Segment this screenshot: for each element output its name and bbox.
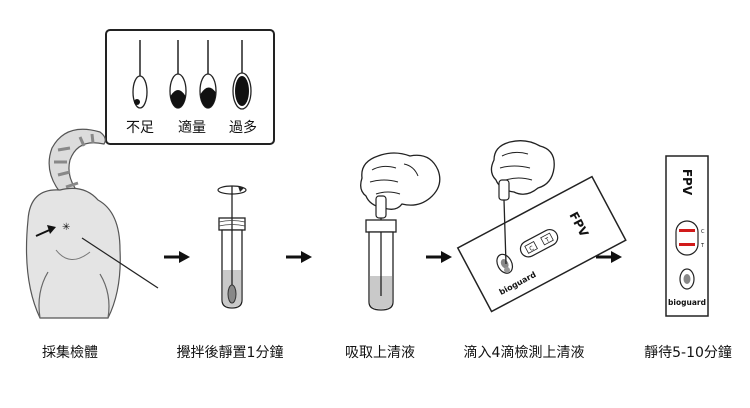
draw-supernatant-illustration bbox=[360, 152, 441, 311]
cat-illustration: ✳ bbox=[25, 128, 159, 319]
result-test-device bbox=[665, 155, 709, 317]
swab-label-excessive: 過多 bbox=[229, 120, 257, 136]
step-label-drop: 滴入4滴檢測上清液 bbox=[463, 345, 585, 361]
swab-excessive-icon bbox=[232, 40, 252, 110]
device-c-mark: C bbox=[701, 229, 705, 235]
stirring-tube-illustration bbox=[217, 185, 247, 309]
step-label-wait: 靜待5-10分鐘 bbox=[644, 345, 732, 361]
swab-label-insufficient: 不足 bbox=[126, 120, 154, 136]
step-arrow-4 bbox=[596, 251, 622, 263]
device-t-mark: T bbox=[700, 243, 705, 249]
tilted-device-t-mark: T bbox=[544, 236, 552, 245]
step-label-stir: 攪拌後靜置1分鐘 bbox=[176, 345, 284, 361]
tilted-device-c-mark: C bbox=[528, 245, 535, 253]
control-line bbox=[679, 229, 695, 232]
tilted-test-device bbox=[456, 175, 627, 313]
step-arrow-3 bbox=[426, 251, 452, 263]
test-line bbox=[679, 243, 695, 246]
step-label-draw: 吸取上清液 bbox=[345, 345, 415, 361]
svg-text:✳: ✳ bbox=[62, 222, 70, 233]
device-name: FPV bbox=[680, 169, 694, 196]
swab-insufficient-icon bbox=[132, 40, 148, 109]
step-arrow-1 bbox=[164, 251, 190, 263]
swab-amount-panel bbox=[105, 29, 275, 145]
drop-sample-illustration bbox=[456, 140, 627, 313]
step-label-collect: 採集檢體 bbox=[42, 345, 98, 361]
device-brand: bioguard bbox=[668, 298, 706, 307]
swab-proper-icon bbox=[169, 40, 187, 109]
swab-proper-2-icon bbox=[199, 40, 217, 109]
swab-label-proper: 適量 bbox=[178, 120, 206, 136]
step-arrow-2 bbox=[286, 251, 312, 263]
